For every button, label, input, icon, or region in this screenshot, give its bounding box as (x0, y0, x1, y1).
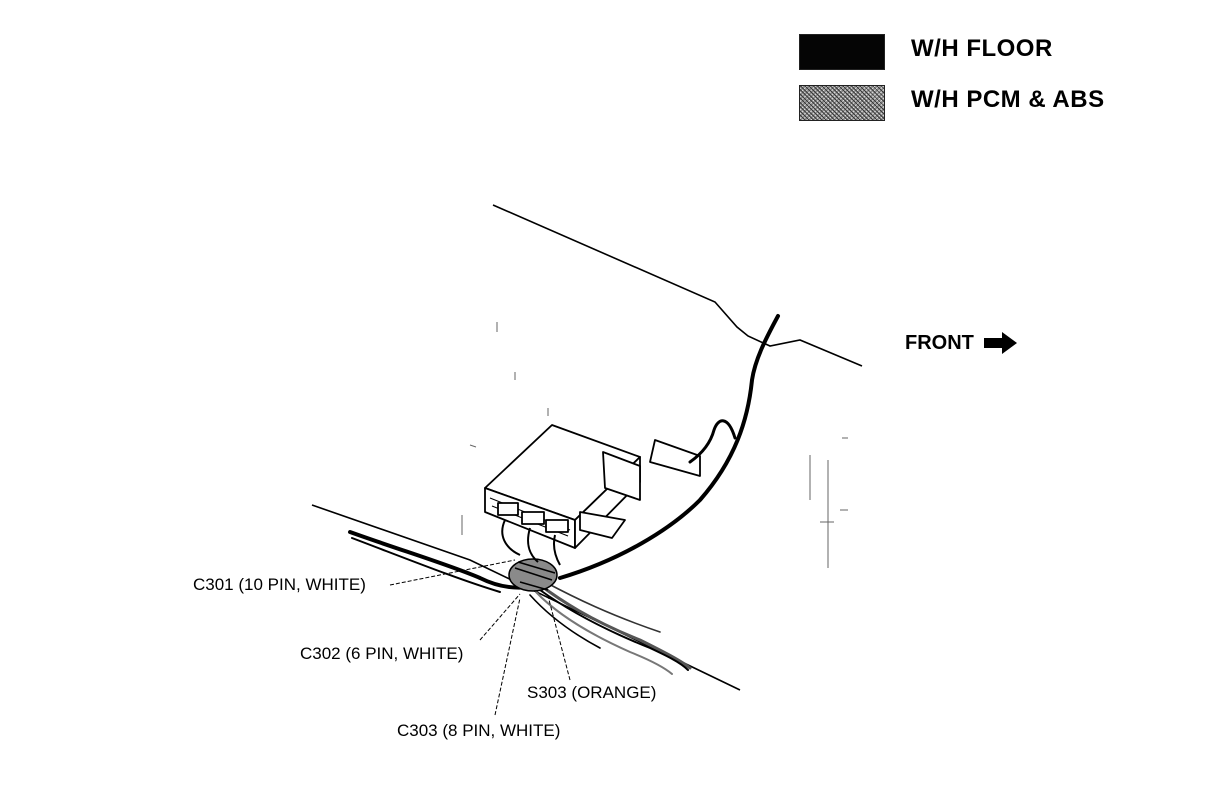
legend-swatch-pcm-abs (799, 85, 885, 121)
control-unit-box (484, 424, 701, 549)
callout-c301: C301 (10 PIN, WHITE) (193, 575, 366, 594)
connector-bundle (501, 519, 561, 592)
callout-c303: C303 (8 PIN, WHITE) (397, 721, 561, 740)
right-arrow-icon (983, 332, 1017, 354)
leader-lines (389, 559, 571, 716)
faint-details (461, 322, 848, 568)
legend-label-pcm-abs: W/H PCM & ABS (911, 86, 1105, 113)
legend-label-floor: W/H FLOOR (911, 35, 1053, 62)
callout-s303: S303 (ORANGE) (527, 683, 657, 702)
legend-swatch-floor (799, 34, 885, 70)
callout-c302: C302 (6 PIN, WHITE) (300, 644, 464, 663)
direction-indicator: FRONT (905, 330, 1018, 356)
floor-panel-edge (492, 204, 863, 367)
pcm-abs-harness (529, 581, 692, 675)
front-label: FRONT (905, 331, 974, 354)
